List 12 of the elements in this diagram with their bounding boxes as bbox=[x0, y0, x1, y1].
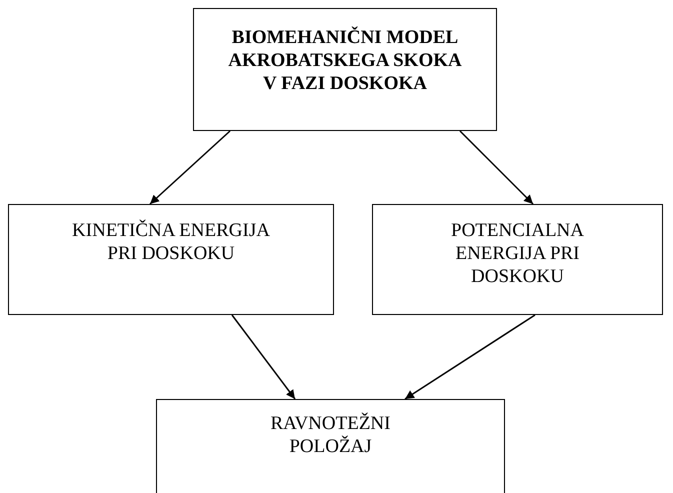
box-label: BIOMEHANIČNI MODEL AKROBATSKEGA SKOKA V FAZI DOSKOKA bbox=[227, 26, 463, 95]
box-label: KINETIČNA ENERGIJA PRI DOSKOKU bbox=[71, 219, 271, 265]
box-label: POTENCIALNA ENERGIJA PRI DOSKOKU bbox=[450, 219, 585, 288]
arrow bbox=[150, 130, 230, 205]
process-box bbox=[193, 8, 497, 131]
process-box bbox=[372, 204, 663, 315]
process-box bbox=[8, 204, 334, 315]
box-label: RAVNOTEŽNI POLOŽAJ bbox=[270, 412, 392, 458]
arrow bbox=[459, 130, 534, 205]
process-box bbox=[156, 399, 505, 493]
arrow bbox=[404, 314, 536, 400]
arrow bbox=[231, 314, 296, 400]
